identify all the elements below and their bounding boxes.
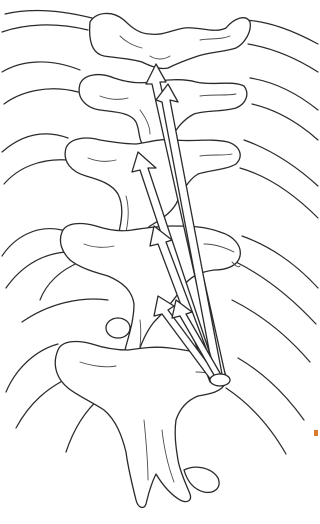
vertebra-1 xyxy=(90,13,251,68)
rib-left-5 xyxy=(2,134,68,152)
lower-body-bump xyxy=(184,467,219,492)
rib-right-2 xyxy=(248,44,318,72)
rib-left-11 xyxy=(6,344,58,392)
rib-left-3 xyxy=(2,62,80,72)
arrow-origin xyxy=(210,374,230,386)
rib-left-4 xyxy=(4,89,78,104)
rib-right-1 xyxy=(246,20,318,44)
rib-right-4 xyxy=(252,104,318,140)
rib-right-8 xyxy=(236,262,316,324)
rib-right-7 xyxy=(242,236,318,288)
rib-left-10 xyxy=(22,299,108,322)
rib-left-7 xyxy=(2,229,62,256)
vertebra-4-facet xyxy=(106,318,130,338)
rib-right-5 xyxy=(244,140,318,186)
rib-left-12 xyxy=(16,378,68,428)
rib-left-8 xyxy=(6,252,66,288)
rib-left-13 xyxy=(66,398,100,452)
rib-right-10 xyxy=(238,358,304,420)
rib-right-11 xyxy=(226,388,286,454)
rib-right-3 xyxy=(250,78,318,110)
orange-mark xyxy=(314,430,318,436)
rib-left-2 xyxy=(2,25,88,32)
rib-right-9 xyxy=(232,300,310,362)
rib-left-9 xyxy=(40,262,80,300)
rib-left-6 xyxy=(4,160,68,184)
rib-left-1 xyxy=(5,11,92,18)
